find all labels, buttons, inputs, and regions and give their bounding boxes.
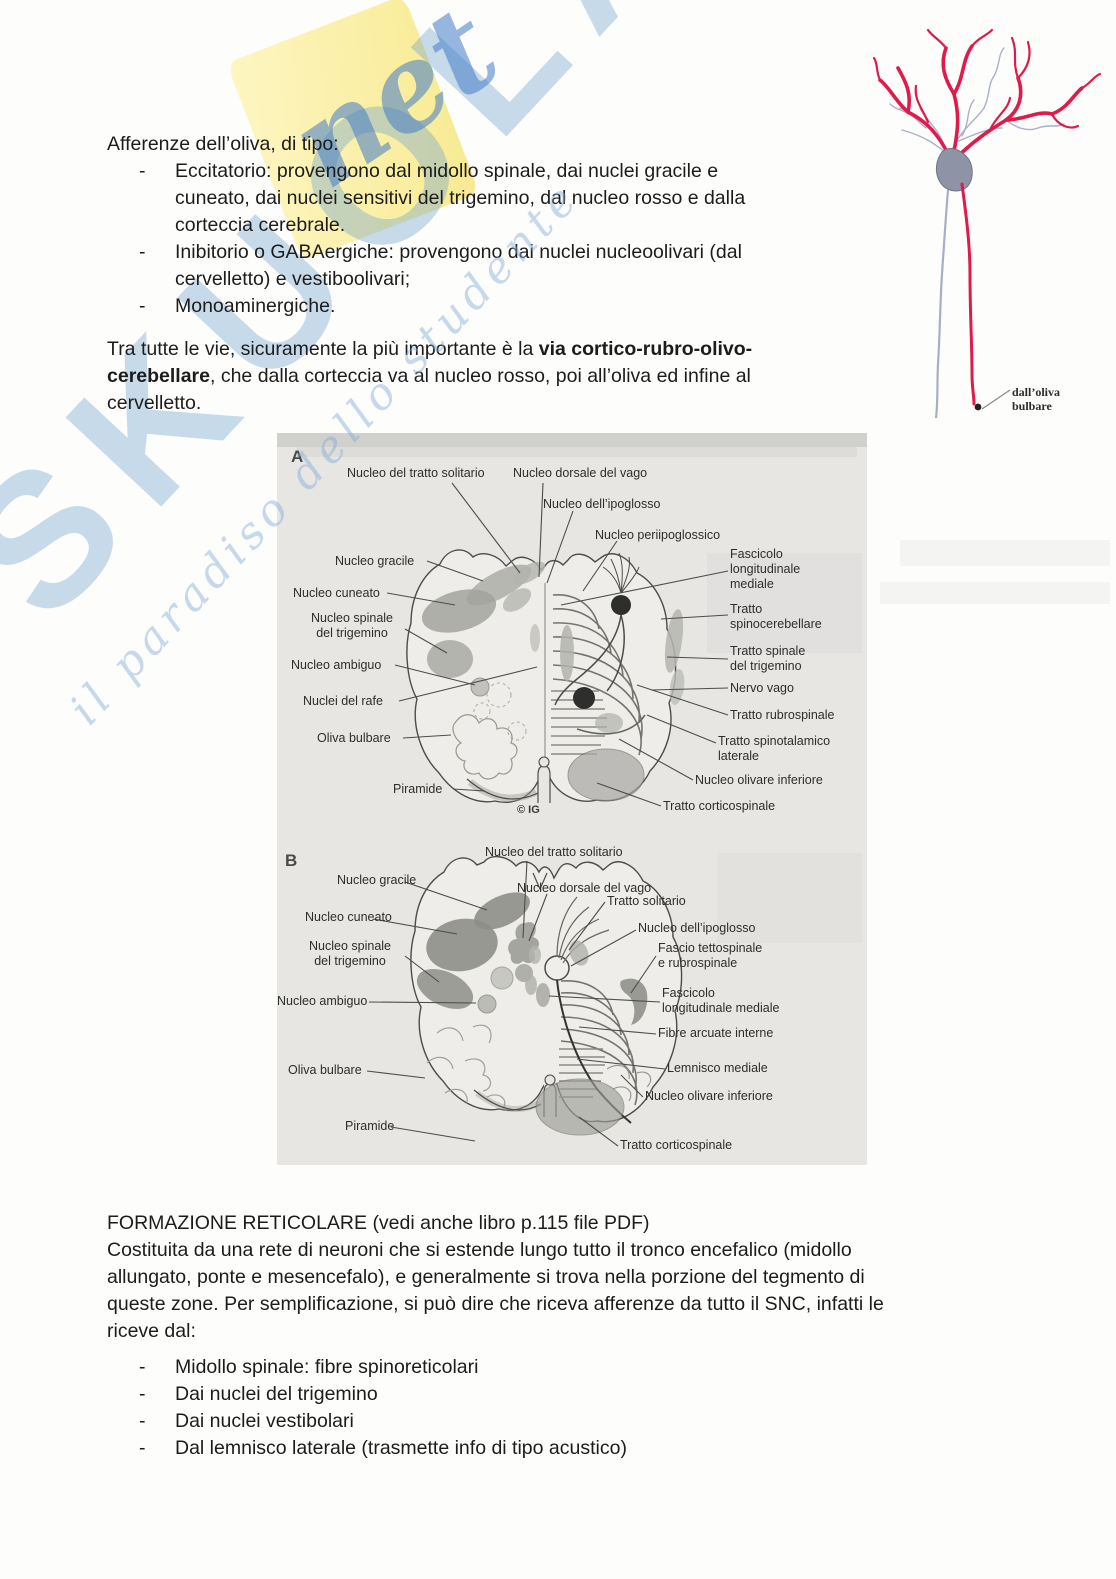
caption-leader-line (981, 389, 1011, 410)
bullet-text: Eccitatorio: provengono dal midollo spin… (175, 160, 746, 236)
diagram-label: Nuclei del rafe (303, 694, 383, 708)
diagram-label: Tratto spinotalamico laterale (718, 734, 831, 763)
diagram-label: Fascicolo longitudinale mediale (730, 547, 801, 591)
list-item: - Monoaminergiche. (139, 293, 865, 320)
bullet-text: Inibitorio o GABAergiche: provengono dai… (175, 241, 742, 290)
medulla-cross-section-figure: A B © IG Nucleo del tratto solitario Nuc… (277, 433, 867, 1165)
bullet-text: Dai nuclei vestibolari (175, 1410, 354, 1432)
panel-a-letter: A (291, 447, 304, 466)
scan-smudge (900, 540, 1110, 566)
diagram-label: Nucleo cuneato (293, 586, 380, 600)
paragraph-text: Tra tutte le vie, sicuramente la più imp… (107, 338, 539, 360)
diagram-label: Nucleo dorsale del vago (517, 881, 652, 895)
purkinje-neuron-illustration: dall’oliva bulbare (866, 24, 1116, 454)
climbing-fiber-twigs (872, 28, 1102, 132)
diagram-label: Fibre arcuate interne (658, 1026, 774, 1040)
leader-lines-b (366, 860, 666, 1147)
diagram-label: Nucleo olivare inferiore (645, 1089, 773, 1103)
neuron-soma (935, 148, 973, 192)
diagram-label: Nucleo dell’ipoglosso (638, 921, 756, 935)
diagram-label: Tratto corticospinale (620, 1138, 733, 1152)
climbing-fiber-stem (960, 182, 976, 406)
diagram-label: Piramide (345, 1119, 395, 1133)
diagram-label: Nucleo dorsale del vago (513, 466, 648, 480)
diagram-label: Nucleo dell’ipoglosso (543, 497, 661, 511)
diagram-label: Nucleo del tratto solitario (485, 845, 623, 859)
scan-smudge (880, 582, 1110, 604)
panel-a-section (386, 482, 729, 807)
section-title: FORMAZIONE RETICOLARE (vedi anche libro … (107, 1212, 650, 1234)
bullet-dash: - (139, 1383, 146, 1405)
diagram-label: Nucleo spinale del trigemino (311, 611, 393, 640)
climbing-fiber-branches (878, 44, 1084, 164)
diagram-label: Nucleo ambiguo (291, 658, 382, 672)
diagram-label: Nucleo del tratto solitario (347, 466, 485, 480)
bullet-text: Monoaminergiche. (175, 295, 336, 317)
bullet-dash: - (139, 295, 146, 317)
diagram-label: Nucleo olivare inferiore (695, 773, 823, 787)
list-item: - Eccitatorio: provengono dal midollo sp… (139, 158, 865, 239)
bullet-dash: - (139, 1437, 146, 1459)
diagram-label: Nucleo gracile (335, 554, 415, 568)
diagram-label: Oliva bulbare (288, 1063, 362, 1077)
diagram-label: Lemnisco mediale (667, 1061, 768, 1075)
neuron-caption: dall’oliva bulbare (1012, 385, 1061, 413)
neuron-drawing (872, 28, 1102, 419)
diagram-label: Piramide (393, 782, 443, 796)
list-item: - Dai nuclei del trigemino (139, 1381, 1047, 1408)
diagram-label: Nervo vago (730, 681, 794, 695)
section-body: Costituita da una rete di neuroni che si… (107, 1239, 884, 1342)
diagram-label: Fascicolo longitudinale mediale (662, 986, 780, 1015)
bullet-dash: - (139, 241, 146, 263)
paragraph-via-cortico: Tra tutte le vie, sicuramente la più imp… (107, 336, 887, 417)
bullet-text: Dai nuclei del trigemino (175, 1383, 378, 1405)
diagram-label: Fascio tettospinale e rubrospinale (658, 941, 763, 970)
bullet-dash: - (139, 160, 146, 182)
diagram-label: Nucleo cuneato (305, 910, 392, 924)
panel-b-letter: B (285, 851, 298, 870)
diagram-label: Nucleo spinale del trigemino (309, 939, 391, 968)
bullet-dash: - (139, 1410, 146, 1432)
diagram-label: Nucleo periipoglossico (595, 528, 721, 542)
diagram-label: Tratto solitario (607, 894, 686, 908)
diagram-label: Tratto spinocerebellare (730, 602, 822, 631)
fiber-endpoint-dot (974, 403, 982, 411)
list-item: - Midollo spinale: fibre spinoreticolari (139, 1354, 1047, 1381)
paragraph-text: , che dalla corteccia va al nucleo rosso… (107, 365, 751, 414)
intro-title: Afferenze dell’oliva, di tipo: (107, 133, 339, 155)
diagram-label: Nucleo ambiguo (277, 994, 368, 1008)
figure-credit: © IG (517, 804, 540, 816)
bullet-text: Dal lemnisco laterale (trasmette info di… (175, 1437, 627, 1459)
diagram-label: Oliva bulbare (317, 731, 391, 745)
paragraph-bold-text: via cortico-rubro-olivo- cerebellare (107, 338, 753, 387)
bullet-dash: - (139, 1356, 146, 1378)
panel-b-section (366, 855, 683, 1147)
reticolare-section: FORMAZIONE RETICOLARE (vedi anche libro … (107, 1210, 1047, 1462)
reticolare-bullet-list: - Midollo spinale: fibre spinoreticolari… (139, 1354, 1047, 1462)
medulla-diagram-svg (277, 433, 867, 1147)
diagram-label: Tratto spinale del trigemino (730, 644, 806, 673)
bullet-text: Midollo spinale: fibre spinoreticolari (175, 1356, 479, 1378)
leader-lines-a (386, 482, 729, 807)
list-item: - Dai nuclei vestibolari (139, 1408, 1047, 1435)
list-item: - Inibitorio o GABAergiche: provengono d… (139, 239, 865, 293)
diagram-label: Tratto corticospinale (663, 799, 776, 813)
list-item: - Dal lemnisco laterale (trasmette info … (139, 1435, 1047, 1462)
diagram-label: Nucleo gracile (337, 873, 417, 887)
intro-bullet-list: - Eccitatorio: provengono dal midollo sp… (139, 158, 865, 320)
diagram-label: Tratto rubrospinale (730, 708, 835, 722)
neuron-axon (934, 189, 950, 419)
